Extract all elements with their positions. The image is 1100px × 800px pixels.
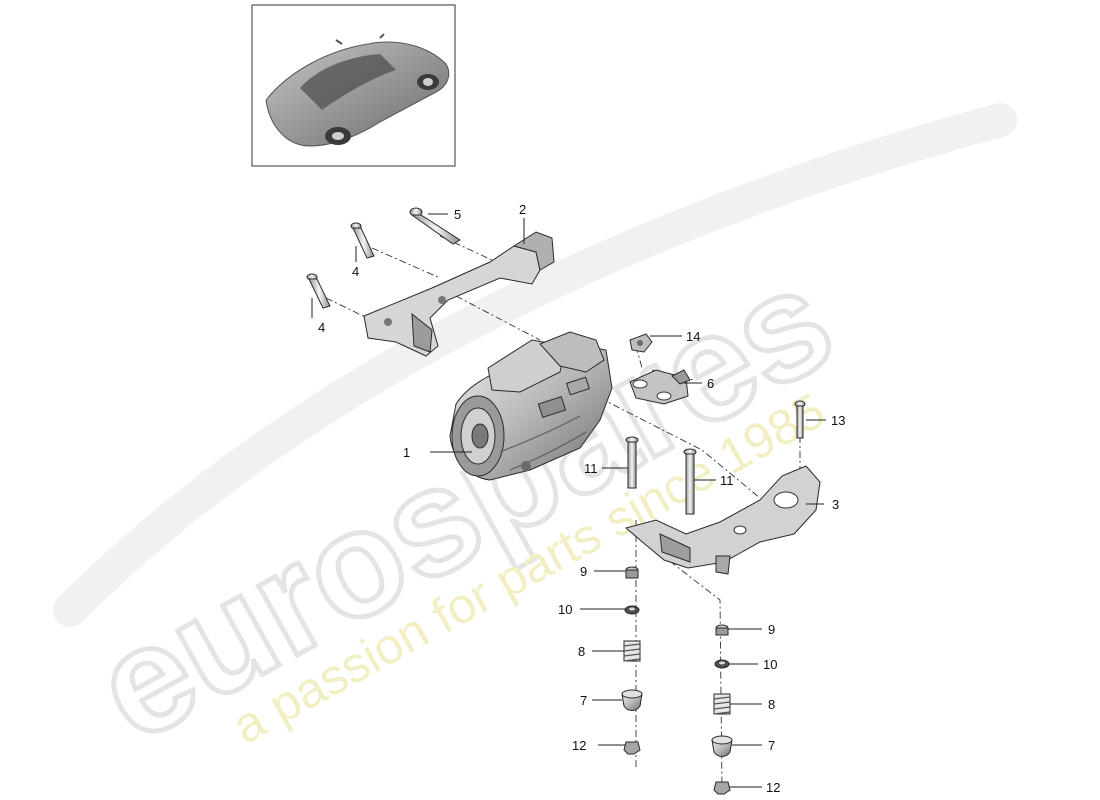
- buffer-7-left: [621, 689, 643, 711]
- washer-10-left: [624, 605, 640, 615]
- callout-4: 4: [318, 320, 325, 335]
- lower-bracket: [624, 465, 821, 575]
- callout-11: 11: [720, 473, 734, 488]
- holder-plate: [629, 369, 691, 405]
- nut-12-left: [623, 741, 641, 755]
- callout-9: 9: [768, 622, 775, 637]
- callout-5: 5: [454, 207, 461, 222]
- callout-7: 7: [768, 738, 775, 753]
- callout-2: 2: [519, 202, 526, 217]
- car-overview-icon: [265, 33, 450, 147]
- callout-4: 4: [352, 264, 359, 279]
- callout-1: 1: [403, 445, 410, 460]
- callouts: 1 2 3 4 4 5 6 7 7 8 8 9 9 10 10 11 11 12…: [318, 202, 845, 795]
- callout-3: 3: [832, 497, 839, 512]
- callout-8: 8: [578, 644, 585, 659]
- bolt-13: [794, 400, 806, 439]
- callout-12: 12: [572, 738, 586, 753]
- washer-9-left: [625, 566, 639, 579]
- callout-7: 7: [580, 693, 587, 708]
- bolt-11-left: [625, 436, 639, 489]
- spring-8-right: [713, 693, 731, 715]
- buffer-7-right: [711, 735, 733, 757]
- washer-9-right: [715, 624, 729, 636]
- callout-14: 14: [686, 329, 700, 344]
- callout-10: 10: [558, 602, 572, 617]
- callout-9: 9: [580, 564, 587, 579]
- small-clip: [629, 333, 653, 353]
- car-thumbnail: [251, 4, 456, 167]
- washer-10-right: [714, 659, 730, 669]
- spring-8-left: [623, 640, 641, 662]
- callout-12: 12: [766, 780, 780, 795]
- bolt-11-right: [683, 448, 697, 515]
- bolt-4-upper: [350, 222, 375, 259]
- ac-compressor: [449, 331, 613, 481]
- callout-8: 8: [768, 697, 775, 712]
- bolt-5: [409, 207, 461, 245]
- nut-12-right: [713, 781, 731, 795]
- callout-13: 13: [831, 413, 845, 428]
- callout-11: 11: [584, 461, 598, 476]
- leader-lines: [311, 213, 826, 788]
- callout-6: 6: [707, 376, 714, 391]
- callout-10: 10: [763, 657, 777, 672]
- bolt-4-lower: [306, 273, 331, 309]
